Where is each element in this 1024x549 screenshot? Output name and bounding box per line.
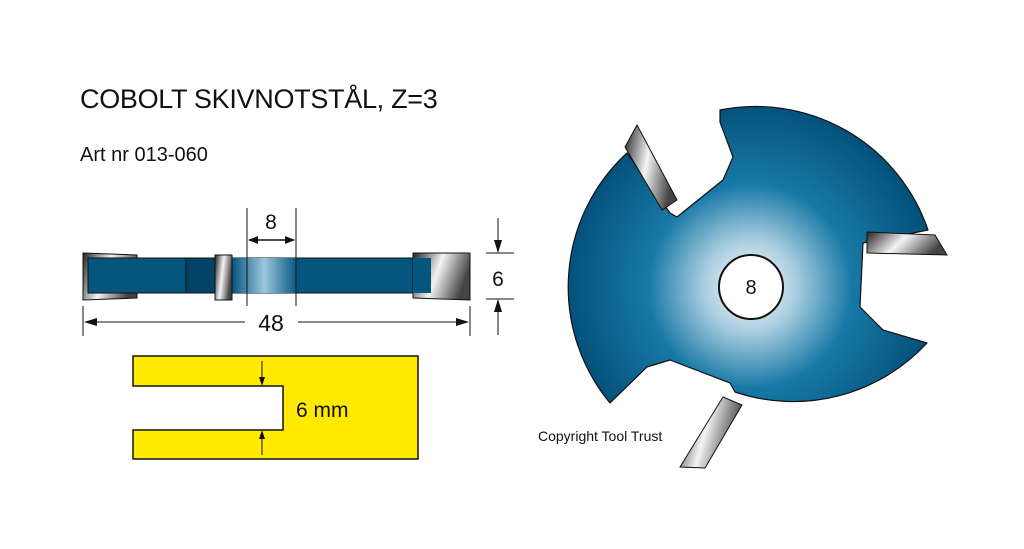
- page-title: COBOLT SKIVNOTSTÅL, Z=3: [80, 84, 438, 114]
- hub-blade: [214, 254, 233, 301]
- hole-label: 8: [745, 277, 756, 299]
- bore-dimension: 8: [265, 211, 277, 234]
- groove-label: 6 mm: [296, 399, 349, 422]
- diameter-dimension: 48: [258, 310, 284, 336]
- workpiece: 6 mm: [132, 355, 419, 460]
- thickness-dimension: 6: [492, 268, 504, 291]
- article-number: Art nr 013-060: [80, 144, 208, 166]
- hub-shadow: [185, 257, 217, 294]
- face-view: 8 Copyright Tool Trust: [538, 105, 948, 469]
- bore-hole: [718, 254, 784, 320]
- bore-highlight: [232, 258, 297, 293]
- blade-bottom: [679, 396, 743, 469]
- side-view: 8 6 48: [82, 208, 514, 336]
- blade-top: [624, 123, 678, 211]
- copyright-text: Copyright Tool Trust: [538, 428, 662, 444]
- blade-right: [866, 231, 948, 256]
- workpiece-profile: [132, 355, 419, 460]
